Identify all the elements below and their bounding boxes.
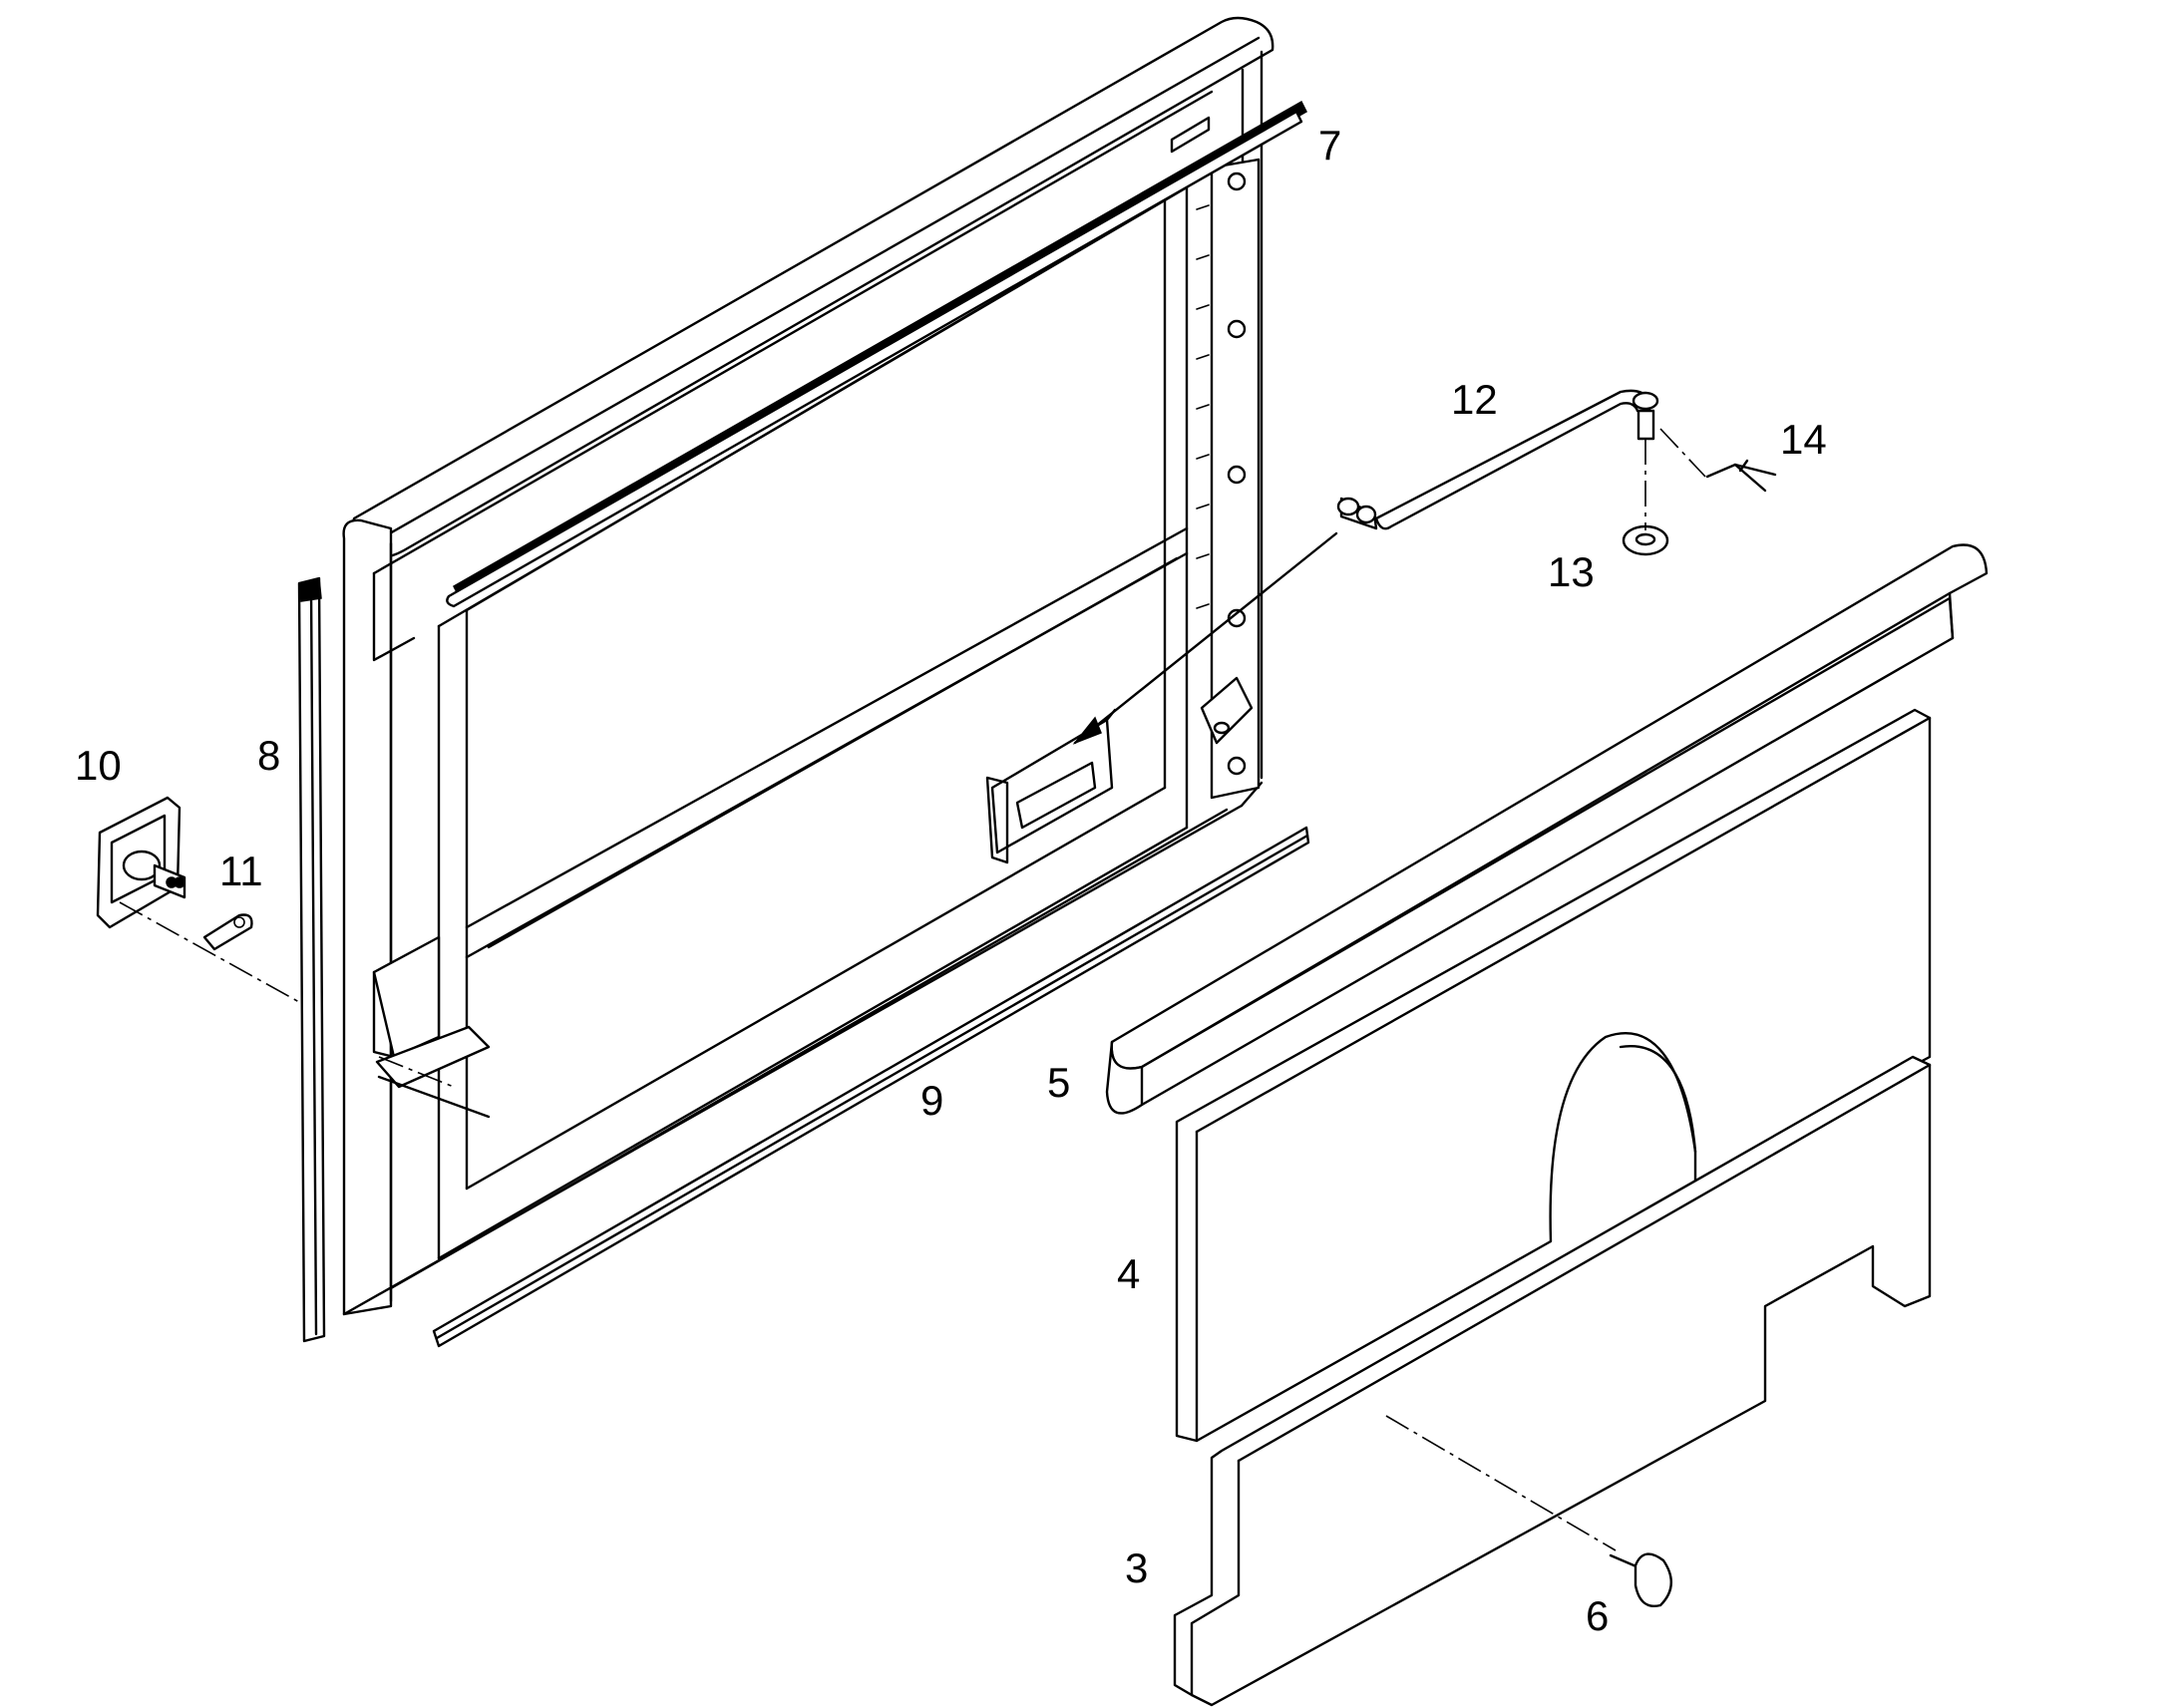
callout-4: 4 bbox=[1117, 1250, 1140, 1297]
latch-part-10 bbox=[96, 796, 186, 929]
callout-6: 6 bbox=[1586, 1592, 1609, 1639]
hinge-strip bbox=[1196, 158, 1261, 800]
callout-5: 5 bbox=[1047, 1059, 1070, 1106]
callout-9: 9 bbox=[920, 1077, 943, 1124]
callout-7: 7 bbox=[1318, 122, 1341, 169]
rod-part-12 bbox=[1336, 389, 1659, 530]
door-frame bbox=[342, 16, 1274, 1316]
callout-10: 10 bbox=[75, 742, 122, 789]
cotter-pin-part-14 bbox=[1705, 459, 1777, 493]
callout-12: 12 bbox=[1451, 376, 1498, 423]
panel-part-4 bbox=[1175, 708, 1932, 1443]
callout-3: 3 bbox=[1125, 1544, 1148, 1591]
clip-part-11 bbox=[202, 913, 253, 951]
seal-left-part-8 bbox=[297, 576, 326, 1343]
knob-part-6 bbox=[1609, 1552, 1672, 1607]
callout-8: 8 bbox=[257, 732, 280, 779]
leader-lines bbox=[119, 428, 1706, 1551]
washer-part-13 bbox=[1622, 524, 1669, 556]
seal-bottom-part-9 bbox=[432, 826, 1310, 1348]
callout-11: 11 bbox=[219, 848, 263, 894]
seal-top-part-7 bbox=[446, 100, 1307, 608]
panel-part-3 bbox=[1173, 1055, 1932, 1707]
callout-13: 13 bbox=[1548, 548, 1595, 595]
callout-14: 14 bbox=[1780, 416, 1827, 463]
callout-labels: 7 12 14 13 10 8 11 9 5 4 3 6 bbox=[75, 122, 1827, 1639]
panel-trim-part-5 bbox=[1105, 543, 1989, 1115]
